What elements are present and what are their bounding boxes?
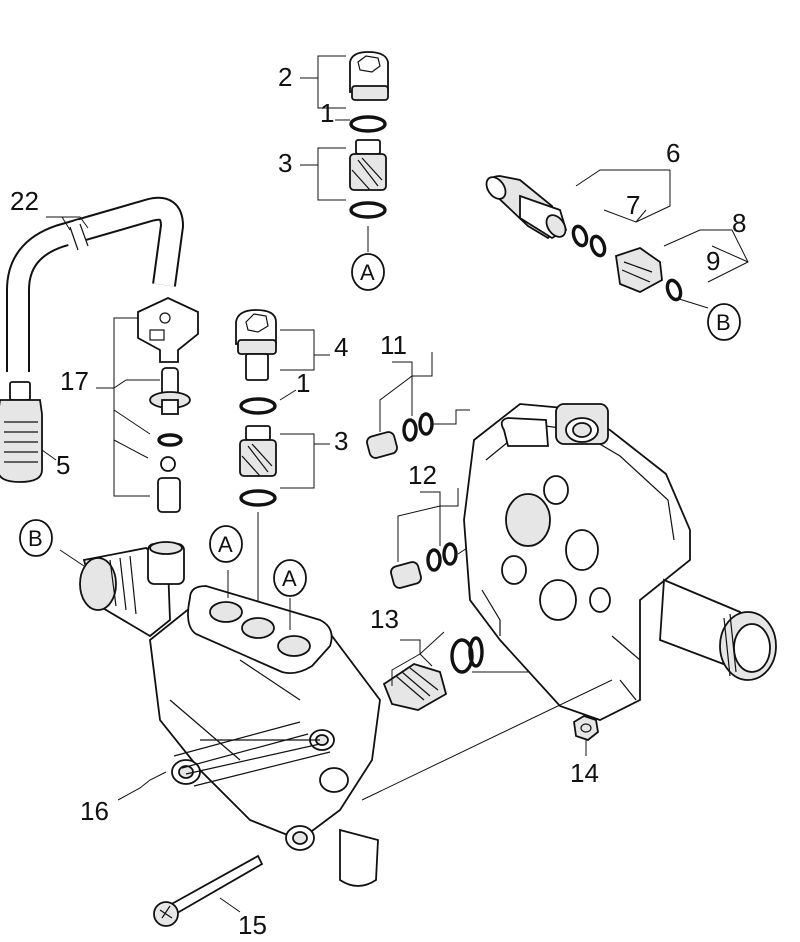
part-9-o-ring <box>665 278 683 302</box>
svg-text:B: B <box>716 310 731 335</box>
callout-11: 11 <box>380 330 407 360</box>
callout-9: 9 <box>706 246 720 276</box>
callout-8: 8 <box>732 208 746 238</box>
callout-2: 2 <box>278 62 292 92</box>
callout-3: 3 <box>278 148 292 178</box>
callout-4: 4 <box>334 332 348 362</box>
part-8-plug <box>615 247 663 293</box>
part-22-hose <box>6 196 185 372</box>
callout-1-lower: 1 <box>296 368 310 398</box>
callout-5: 5 <box>56 450 70 480</box>
part-3-o-ring <box>349 201 387 219</box>
part-17-o-ring <box>157 433 183 447</box>
part-2-valve-cap <box>349 51 389 101</box>
part-14-nut <box>573 715 599 742</box>
callout-14: 14 <box>570 758 599 788</box>
ref-a-left: A <box>209 525 243 563</box>
callout-17: 17 <box>60 366 89 396</box>
callout-13: 13 <box>370 604 399 634</box>
part-6-check-valve <box>485 175 568 240</box>
callout-1: 1 <box>320 98 334 128</box>
part-15-screw <box>153 854 264 927</box>
part-17-ball <box>160 456 176 472</box>
callout-7: 7 <box>626 190 640 220</box>
part-3-o-ring-lower <box>239 489 277 507</box>
part-17-nipple <box>149 367 191 415</box>
svg-text:A: A <box>218 532 233 557</box>
callout-3-lower: 3 <box>334 426 348 456</box>
pump-head-manifold <box>79 541 381 887</box>
svg-text:A: A <box>282 566 297 591</box>
callout-15: 15 <box>238 910 267 940</box>
ref-a-right: A <box>273 559 307 597</box>
part-16-bolts <box>173 721 331 787</box>
part-17-clip <box>137 297 199 363</box>
part-5-filter <box>0 381 43 483</box>
callout-12: 12 <box>408 460 437 490</box>
part-4-valve-cap <box>235 309 277 381</box>
part-12-valve <box>390 542 458 589</box>
part-7-o-rings <box>571 224 607 258</box>
callout-16: 16 <box>80 796 109 826</box>
ref-b-left: B <box>19 519 53 557</box>
svg-text:A: A <box>360 260 375 285</box>
ref-b-right: B <box>707 303 741 341</box>
part-17-spring <box>157 477 181 513</box>
part-1-o-ring-lower <box>239 397 277 415</box>
part-1-o-ring <box>349 115 387 133</box>
ref-a-top: A <box>351 253 385 291</box>
svg-text:B: B <box>28 526 43 551</box>
part-13-check-valve <box>382 636 484 711</box>
callout-6: 6 <box>666 138 680 168</box>
part-3-valve-lower <box>239 425 277 477</box>
pump-housing <box>463 403 777 721</box>
part-3-valve <box>349 139 387 191</box>
part-11-valve <box>366 412 434 459</box>
callout-22: 22 <box>10 186 39 216</box>
